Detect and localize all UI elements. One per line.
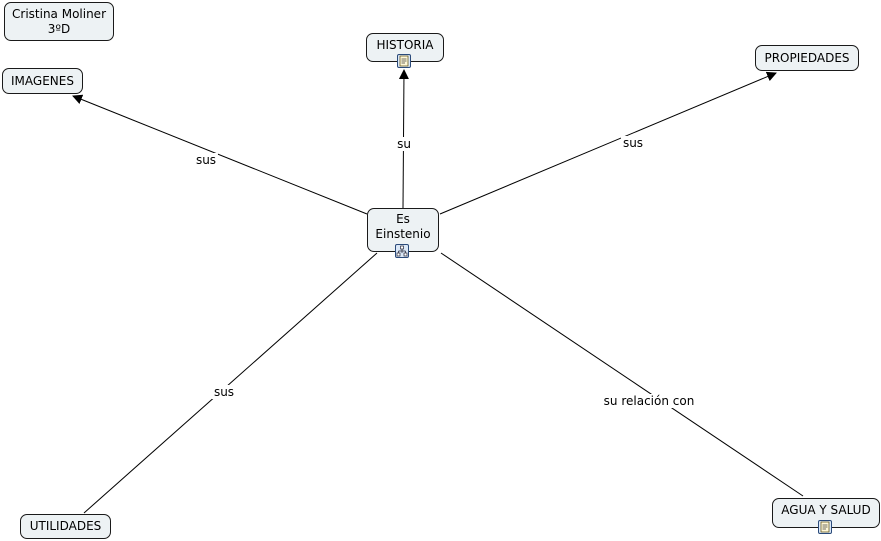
link-label-historia: su: [395, 137, 413, 151]
document-icon[interactable]: [818, 520, 832, 534]
node-author-label: Cristina Moliner 3ºD: [12, 6, 106, 36]
node-historia-label: HISTORIA: [376, 38, 434, 52]
node-propiedades-label: PROPIEDADES: [764, 50, 850, 65]
node-agua-label: AGUA Y SALUD: [781, 502, 871, 517]
node-utilidades[interactable]: UTILIDADES: [20, 514, 111, 539]
node-imagenes-label: IMAGENES: [11, 73, 74, 88]
node-propiedades[interactable]: PROPIEDADES: [755, 45, 859, 71]
node-author[interactable]: Cristina Moliner 3ºD: [4, 2, 114, 41]
submap-icon[interactable]: [395, 244, 409, 258]
link-label-agua: su relación con: [601, 394, 697, 408]
edge-propiedades: [439, 71, 777, 215]
node-imagenes[interactable]: IMAGENES: [2, 68, 83, 94]
node-center-label: Es Einstenio: [375, 212, 431, 241]
document-icon[interactable]: [397, 54, 411, 68]
link-label-propiedades: sus: [620, 136, 646, 150]
node-utilidades-label: UTILIDADES: [29, 519, 102, 533]
edge-utilidades: [83, 252, 378, 514]
edge-agua: [440, 252, 804, 497]
link-label-imagenes: sus: [193, 153, 219, 167]
edge-imagenes: [72, 94, 368, 215]
link-label-utilidades: sus: [211, 385, 237, 399]
node-historia[interactable]: HISTORIA: [366, 33, 444, 62]
